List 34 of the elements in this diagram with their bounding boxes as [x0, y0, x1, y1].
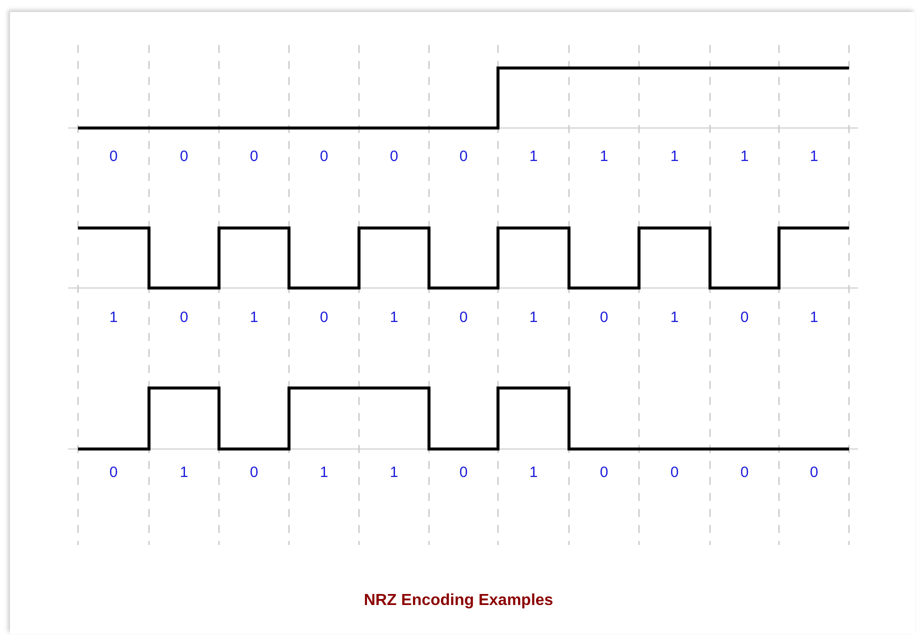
bit-label: 0: [458, 464, 469, 482]
bit-label: 1: [528, 148, 539, 166]
bit-label: 0: [178, 148, 190, 166]
bit-label: 0: [318, 309, 330, 327]
bit-label: 0: [108, 148, 119, 166]
bit-label: 1: [739, 148, 750, 166]
bit-label: 0: [108, 464, 119, 482]
bit-label: 0: [388, 148, 400, 166]
bit-label: 0: [739, 309, 750, 327]
bit-label: 1: [178, 464, 190, 482]
bit-label: 0: [598, 309, 610, 327]
bit-label: 0: [248, 464, 260, 482]
bit-label: 1: [528, 464, 539, 482]
bit-label: 1: [808, 309, 820, 327]
bit-label: 1: [669, 148, 680, 166]
bit-label: 0: [458, 148, 469, 166]
bit-label: 0: [669, 464, 680, 482]
bit-label: 1: [528, 309, 539, 327]
bit-label: 0: [248, 148, 260, 166]
bit-label: 0: [598, 464, 610, 482]
bit-label: 1: [598, 148, 610, 166]
bit-label: 1: [248, 309, 260, 327]
bit-label: 1: [669, 309, 680, 327]
bit-label: 1: [108, 309, 119, 327]
bit-label: 0: [739, 464, 750, 482]
bit-label: 0: [458, 309, 469, 327]
bit-label: 1: [808, 148, 820, 166]
caption: NRZ Encoding Examples: [364, 592, 554, 610]
bit-label: 1: [318, 464, 330, 482]
bit-label: 0: [808, 464, 820, 482]
bit-label: 1: [388, 309, 400, 327]
bit-label: 1: [388, 464, 400, 482]
bit-label: 0: [318, 148, 330, 166]
bit-label: 0: [178, 309, 190, 327]
